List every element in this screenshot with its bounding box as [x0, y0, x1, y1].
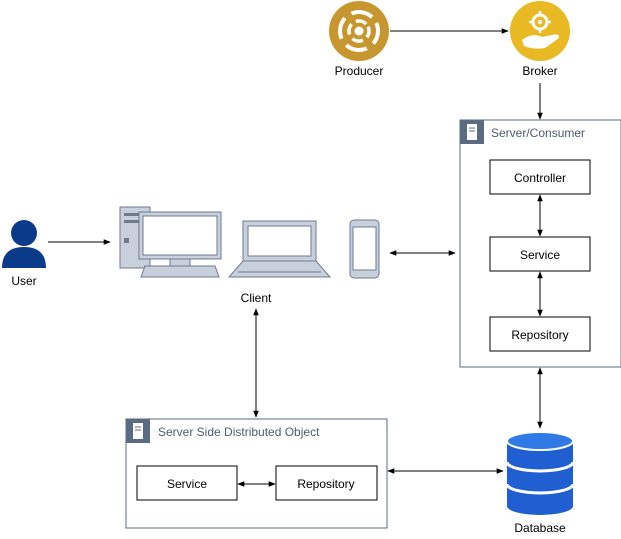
broker-node[interactable]: Broker [510, 1, 570, 78]
controller-label: Controller [514, 171, 566, 185]
distributed-object-group[interactable]: Server Side Distributed Object Service R… [125, 418, 388, 529]
consumer-service-box[interactable]: Service [489, 236, 591, 272]
database-label: Database [514, 521, 566, 535]
dso-repository-label: Repository [297, 477, 354, 491]
smartphone-icon [349, 219, 380, 279]
client-node[interactable]: Client [119, 206, 380, 305]
dso-repository-box[interactable]: Repository [275, 465, 378, 501]
dso-service-box[interactable]: Service [136, 465, 238, 501]
consumer-repository-box[interactable]: Repository [489, 316, 591, 352]
server-consumer-group[interactable]: Server/Consumer Controller Service Repos… [459, 119, 621, 368]
broker-label: Broker [522, 64, 557, 78]
database-icon [505, 431, 575, 515]
consumer-service-label: Service [520, 248, 560, 262]
connectors [48, 28, 543, 487]
dso-service-label: Service [167, 477, 207, 491]
client-label: Client [241, 291, 272, 305]
controller-box[interactable]: Controller [489, 159, 591, 195]
consumer-repository-label: Repository [511, 328, 568, 342]
distributed-object-title: Server Side Distributed Object [158, 425, 320, 439]
producer-node[interactable]: Producer [329, 1, 389, 78]
laptop-icon [227, 220, 332, 278]
server-consumer-title: Server/Consumer [491, 126, 585, 140]
person-icon [2, 220, 46, 268]
database-node[interactable]: Database [505, 431, 575, 535]
user-node[interactable]: User [2, 220, 46, 288]
desktop-computer-icon [119, 206, 222, 278]
producer-label: Producer [335, 64, 384, 78]
user-label: User [11, 274, 36, 288]
